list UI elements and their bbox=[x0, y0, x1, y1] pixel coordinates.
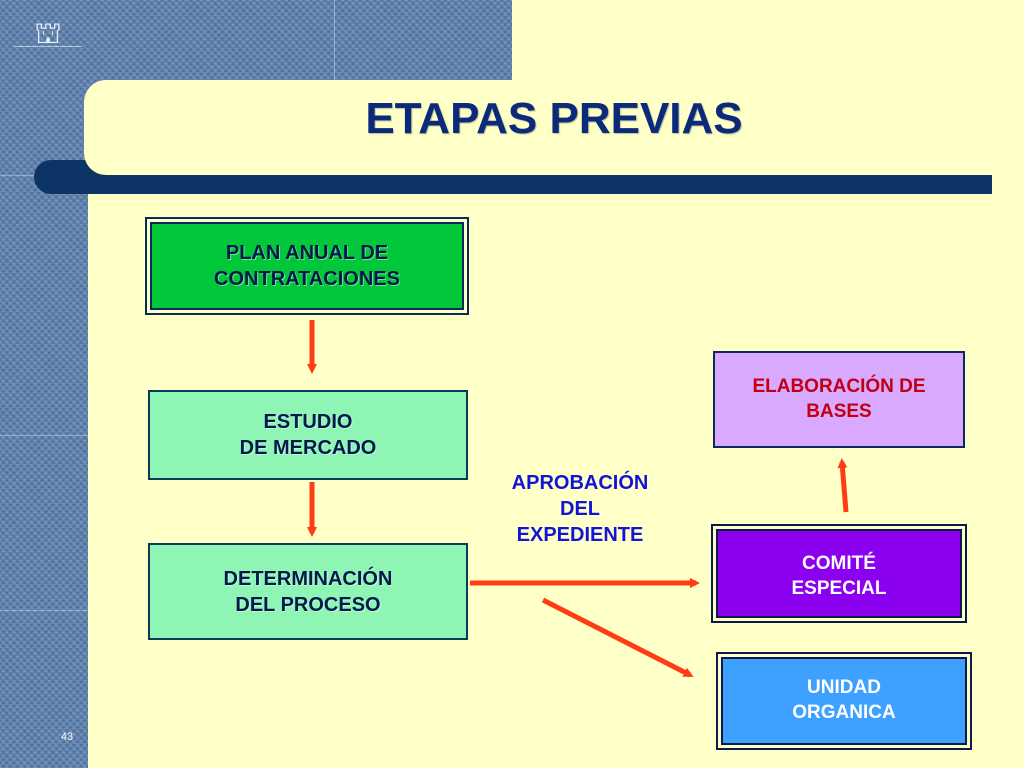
box-estudio-mercado: ESTUDIO DE MERCADO bbox=[148, 390, 468, 480]
aprobacion-line3: EXPEDIENTE bbox=[516, 524, 644, 546]
box-plan-anual: PLAN ANUAL DE CONTRATACIONES bbox=[145, 217, 469, 315]
box-elaboracion-line1: ELABORACIÓN DE bbox=[752, 376, 926, 397]
aprobacion-label: APROBACIÓN DEL EXPEDIENTE bbox=[475, 470, 685, 548]
aprobacion-line1: APROBACIÓN bbox=[511, 472, 649, 494]
box-unidad-organica: UNIDAD ORGANICA bbox=[716, 652, 972, 750]
denim-seam bbox=[334, 0, 335, 80]
slide-title: ETAPAS PREVIAS bbox=[365, 94, 743, 143]
box-estudio-line2: DE MERCADO bbox=[239, 437, 377, 459]
box-elaboracion-bases: ELABORACIÓN DE BASES bbox=[713, 351, 965, 448]
box-determinacion-proceso: DETERMINACIÓN DEL PROCESO bbox=[148, 543, 468, 640]
box-elaboracion-line2: BASES bbox=[806, 400, 872, 422]
slide-number: 43 bbox=[60, 731, 74, 743]
denim-seam bbox=[0, 435, 88, 436]
box-determinacion-line1: DETERMINACIÓN bbox=[223, 567, 393, 590]
denim-background-left bbox=[0, 175, 88, 768]
box-comite-line1: COMITÉ bbox=[802, 553, 876, 574]
logo-icon: ⛫ bbox=[34, 17, 62, 50]
box-unidad-line1: UNIDAD bbox=[807, 677, 881, 699]
arrow-to-unidad bbox=[541, 597, 694, 678]
box-determinacion-line2: DEL PROCESO bbox=[235, 593, 381, 616]
box-plan-line2: CONTRATACIONES bbox=[214, 268, 400, 290]
logo-underline bbox=[14, 46, 82, 55]
box-comite-especial: COMITÉ ESPECIAL bbox=[711, 524, 967, 623]
aprobacion-line2: DEL bbox=[560, 498, 600, 520]
box-unidad-line2: ORGANICA bbox=[792, 702, 896, 723]
arrow-comite-to-elaboracion bbox=[837, 458, 849, 513]
box-plan-line1: PLAN ANUAL DE bbox=[225, 242, 389, 264]
box-estudio-line1: ESTUDIO bbox=[263, 411, 353, 433]
title-banner bbox=[84, 80, 1024, 175]
denim-seam bbox=[0, 610, 88, 611]
box-comite-line2: ESPECIAL bbox=[791, 577, 887, 599]
